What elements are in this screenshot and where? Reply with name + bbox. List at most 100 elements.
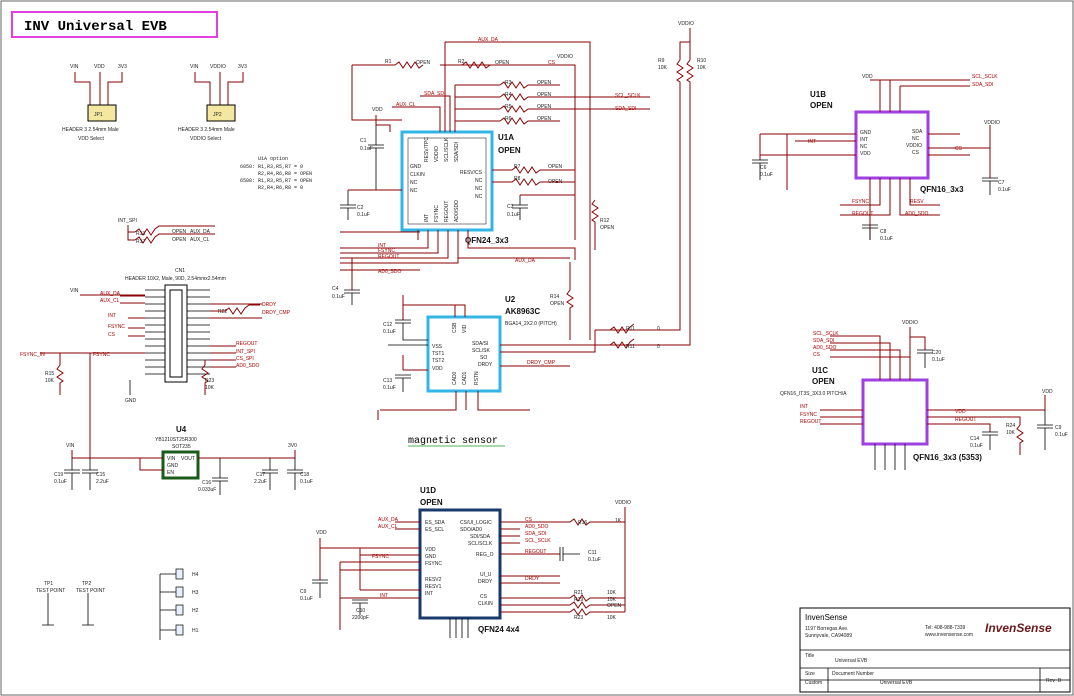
r13-r17: INT_SPI R13 R17 OPEN OPEN AUX_DA AUX_CL [118, 218, 215, 245]
jp1-pin-vdd: VDD [94, 64, 105, 70]
schematic-label: SDA/SDI [454, 142, 460, 162]
schematic-label: VDD [372, 107, 383, 113]
schematic-label: QFN24 4x4 [478, 625, 520, 634]
title-text: INV Universal EVB [24, 19, 167, 35]
schematic-label: VIN [66, 443, 75, 449]
schematic-label: TP2 [82, 581, 91, 587]
schematic-label: C7 [998, 180, 1005, 186]
schematic-label: SDA_SDI [525, 531, 546, 537]
jp2-ref: JP2 [213, 112, 222, 118]
schematic-label: R5 [505, 104, 512, 110]
schematic-label: VDDIO [434, 146, 440, 162]
header-cn1: CN1 HEADER 10X2, Male, 90D, 2.54mmx2.54m… [20, 268, 291, 404]
schematic-label: 2.2uF [96, 479, 109, 485]
schematic-label: 0.1uF [300, 479, 313, 485]
schematic-label: SDA_SDI [424, 91, 445, 97]
schematic-label: R13 [136, 231, 145, 237]
schematic-label: NC [475, 194, 483, 200]
schematic-label: QFN16_IT3S_3X3.0 PITCH/A [780, 391, 847, 397]
schematic-label: OPEN [550, 301, 565, 307]
schematic-label: DRDY_CMP [527, 360, 556, 366]
schematic-label: REGOUT [852, 211, 873, 217]
title-block: InvenSense 1197 Borregas Ave. Sunnyvale,… [799, 607, 1071, 693]
schematic-label: INT_SPI [236, 349, 255, 355]
schematic-label: SDA_SDI [972, 82, 993, 88]
schematic-label: 0.1uF [760, 172, 773, 178]
schematic-label: AUX_CL [396, 102, 416, 108]
schematic-label: C4 [332, 286, 339, 292]
schematic-label: R7 [514, 164, 521, 170]
schematic-label: GND [425, 554, 437, 560]
schematic-label: SDA_SDI [813, 338, 834, 344]
jp2-pin-vddio: VDDIO [210, 64, 226, 70]
schematic-label: OPEN [172, 229, 187, 235]
schematic-label: FSYNC [434, 205, 440, 222]
schematic-label: SCL_SCLK [972, 74, 998, 80]
schematic-label: GND [125, 398, 137, 404]
schematic-label: REGOUT [955, 417, 976, 423]
schematic-label: REGOUT [800, 419, 821, 425]
schematic-label: R11 [626, 326, 635, 332]
schematic-label: Size [805, 671, 815, 677]
schematic-label: OPEN [416, 60, 431, 66]
schematic-label: 1197 Borregas Ave. [805, 626, 848, 632]
schematic-label: REG_O [476, 552, 494, 558]
schematic-label: Document Number [832, 671, 874, 677]
schematic-label: R9 [658, 58, 665, 64]
schematic-label: ES_SCL [425, 527, 444, 533]
schematic-label: CAD1 [462, 371, 468, 385]
schematic-label: INT [425, 591, 433, 597]
schematic-label: RESV [910, 199, 924, 205]
schematic-label: SCL/SCLK [468, 541, 493, 547]
schematic-label: DRDY_CMP [262, 310, 291, 316]
schematic-label: H2 [192, 608, 199, 614]
schematic-label: AD0_SDO [905, 211, 928, 217]
schematic-label: VDDIO [902, 320, 918, 326]
schematic-label: CS [813, 352, 821, 358]
schematic-label: SCL_SCLK [525, 538, 551, 544]
u1a-ref: U1A [498, 133, 514, 142]
schematic-label: H4 [192, 572, 199, 578]
schematic-label: HEADER 10X2, Male, 90D, 2.54mmx2.54mm [125, 276, 226, 282]
schematic-label: DRDY [262, 302, 277, 308]
schematic-label: SDO/AD0 [460, 527, 482, 533]
schematic-label: CS_SPI [236, 356, 254, 362]
schematic-label: 1K [615, 518, 622, 524]
schematic-label: R4 [505, 92, 512, 98]
schematic-label: SO [480, 355, 487, 361]
schematic-label: AUX_CL [190, 237, 210, 243]
schematic-label: H3 [192, 590, 199, 596]
schematic-label: NC [475, 186, 483, 192]
schematic-label: Custom [805, 680, 822, 686]
schematic-label: VDD [860, 151, 871, 157]
schematic-label: VIN [167, 456, 176, 462]
schematic-label: FSYNC [108, 324, 125, 330]
schematic-label: www.invensense.com [925, 632, 973, 638]
jp1-pin-3v3: 3V3 [118, 64, 127, 70]
mounting-holes: H4 H3 H2 H1 [159, 568, 199, 640]
schematic-label: Tel: 408-988-7339 [925, 625, 966, 631]
schematic-label: OPEN [600, 225, 615, 231]
schematic-label: R23 [205, 378, 214, 384]
schematic-label: AD0/SDO [454, 200, 460, 222]
schematic-label: TST2 [432, 358, 444, 364]
schematic-label: SDA/SI [472, 341, 488, 347]
schematic-label: 6500: R1,R3,R5,R7 = OPEN [240, 178, 312, 184]
schematic-label: RESV/TPC [424, 137, 430, 162]
schematic-label: 0.1uF [932, 357, 945, 363]
schematic-label: U1C [812, 366, 828, 375]
schematic-label: OPEN [495, 60, 510, 66]
schematic-label: U1B [810, 90, 826, 99]
schematic-label: INT [860, 137, 868, 143]
schematic-label: U2 [505, 295, 516, 304]
schematic-label: FSYNC [378, 248, 395, 254]
schematic-label: Rev [1046, 678, 1055, 684]
schematic-label: AUX_CL [100, 298, 120, 304]
schematic-label: INT [380, 593, 388, 599]
schematic-label: CS [955, 146, 963, 152]
schematic-label: 0.1uF [998, 187, 1011, 193]
jp2-label: HEADER 3 2.54mm Male [178, 127, 235, 133]
schematic-label: 10K [205, 385, 215, 391]
schematic-label: 10K [607, 597, 617, 603]
schematic-label: 10K [45, 378, 55, 384]
